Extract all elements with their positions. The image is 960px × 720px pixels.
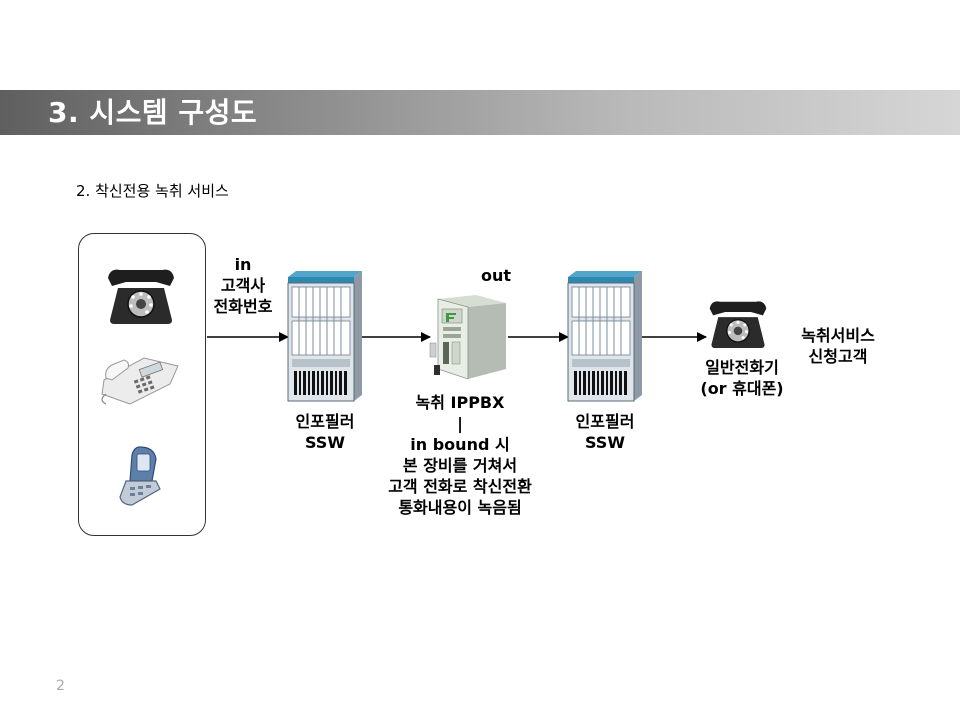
customer-label-line: 신청고객: [808, 347, 868, 366]
ippbx-label-line: 본 장비를 거쳐서: [402, 456, 518, 475]
in-label-line: in: [234, 255, 252, 274]
in-label-line: 전화번호: [213, 297, 273, 316]
ssw-right-label-line: SSW: [585, 433, 625, 452]
ippbx-label-line: in bound 시: [410, 435, 510, 454]
receiver-phone-icon: [709, 301, 767, 348]
rotary-phone-icon: [108, 269, 174, 324]
ippbx-server-icon: [429, 295, 506, 380]
ssw-left-label-line: 인포필러: [295, 412, 355, 431]
ssw-left-label-line: SSW: [305, 433, 345, 452]
section-subtitle: 2. 착신전용 녹취 서비스: [76, 182, 229, 200]
ippbx-label-line: 고객 전화로 착신전환: [388, 477, 532, 496]
ssw-left-label: 인포필러 SSW: [275, 411, 375, 453]
ssw-right-label: 인포필러 SSW: [555, 411, 655, 453]
ippbx-label-line: 녹취 IPPBX: [415, 393, 505, 412]
ssw-right-label-line: 인포필러: [575, 412, 635, 431]
in-label-line: 고객사: [220, 276, 266, 295]
page-title: 3. 시스템 구성도: [48, 96, 258, 129]
customer-label-line: 녹취서비스: [801, 326, 875, 345]
phone-label-line: (or 휴대폰): [700, 379, 784, 398]
office-phone-icon: [101, 357, 179, 405]
ippbx-label-line: 통화내용이 녹음됨: [398, 498, 522, 517]
customer-label: 녹취서비스 신청고객: [782, 325, 894, 367]
phone-label: 일반전화기 (or 휴대폰): [686, 357, 798, 399]
ssw-server-left-icon: [287, 271, 362, 402]
out-label: out: [480, 266, 512, 285]
ippbx-label-line: |: [457, 414, 463, 433]
title-bar: 3. 시스템 구성도: [0, 90, 960, 135]
ippbx-label: 녹취 IPPBX | in bound 시 본 장비를 거쳐서 고객 전화로 착…: [355, 392, 565, 518]
in-label: in 고객사 전화번호: [203, 254, 283, 317]
mobile-phone-icon: [119, 446, 161, 506]
phone-label-line: 일반전화기: [705, 358, 779, 377]
page-number: 2: [56, 678, 65, 694]
ssw-server-right-icon: [567, 271, 642, 402]
